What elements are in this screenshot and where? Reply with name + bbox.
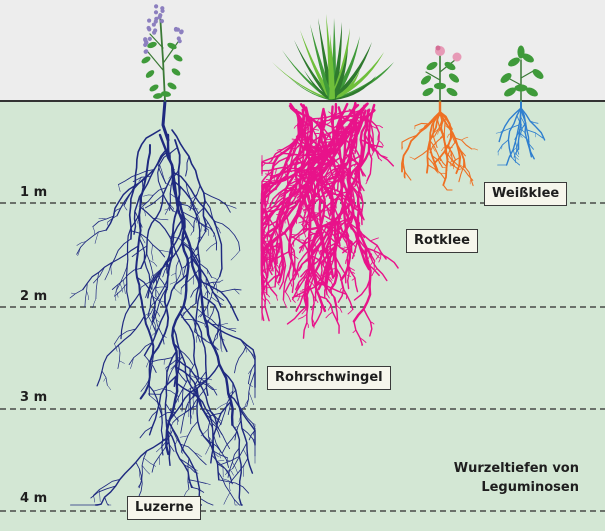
caption-line-1: Wurzeltiefen von	[454, 459, 579, 478]
label-luzerne: Luzerne	[127, 496, 201, 520]
depth-label-1m: 1 m	[20, 185, 47, 200]
diagram-caption: Wurzeltiefen von Leguminosen	[454, 459, 579, 497]
caption-line-2: Leguminosen	[454, 478, 579, 497]
depth-label-2m: 2 m	[20, 289, 47, 304]
label-rotklee: Rotklee	[406, 229, 478, 253]
depth-label-4m: 4 m	[20, 491, 47, 506]
depth-label-3m: 3 m	[20, 390, 47, 405]
label-rohrschwingel: Rohrschwingel	[267, 366, 391, 390]
label-weissklee: Weißklee	[484, 182, 567, 206]
